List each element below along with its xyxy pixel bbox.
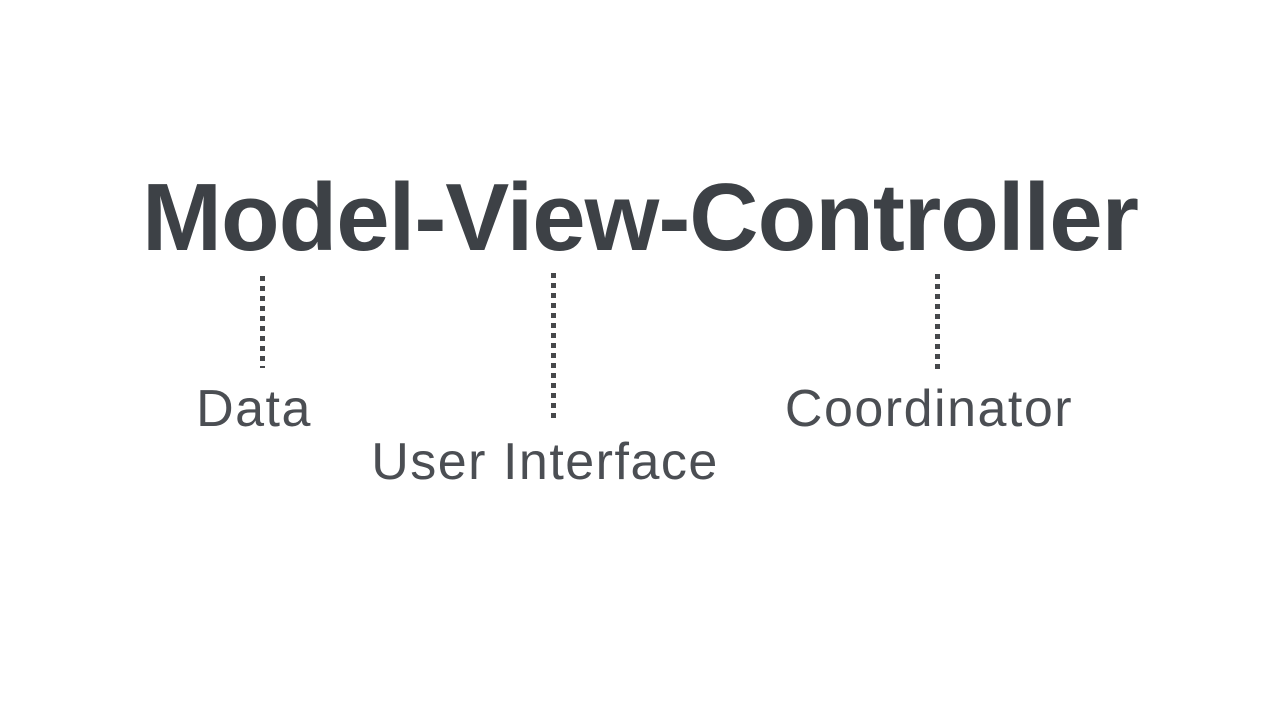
connector-model-dotted-line <box>260 276 265 368</box>
page-title: Model-View-Controller <box>142 164 1139 271</box>
annotation-label-view-user-interface: User Interface <box>371 433 719 491</box>
connector-controller-dotted-line <box>935 274 940 369</box>
connector-view-dotted-line <box>551 273 556 419</box>
annotation-label-controller-coordinator: Coordinator <box>784 380 1074 438</box>
annotation-label-model-data: Data <box>196 380 312 438</box>
